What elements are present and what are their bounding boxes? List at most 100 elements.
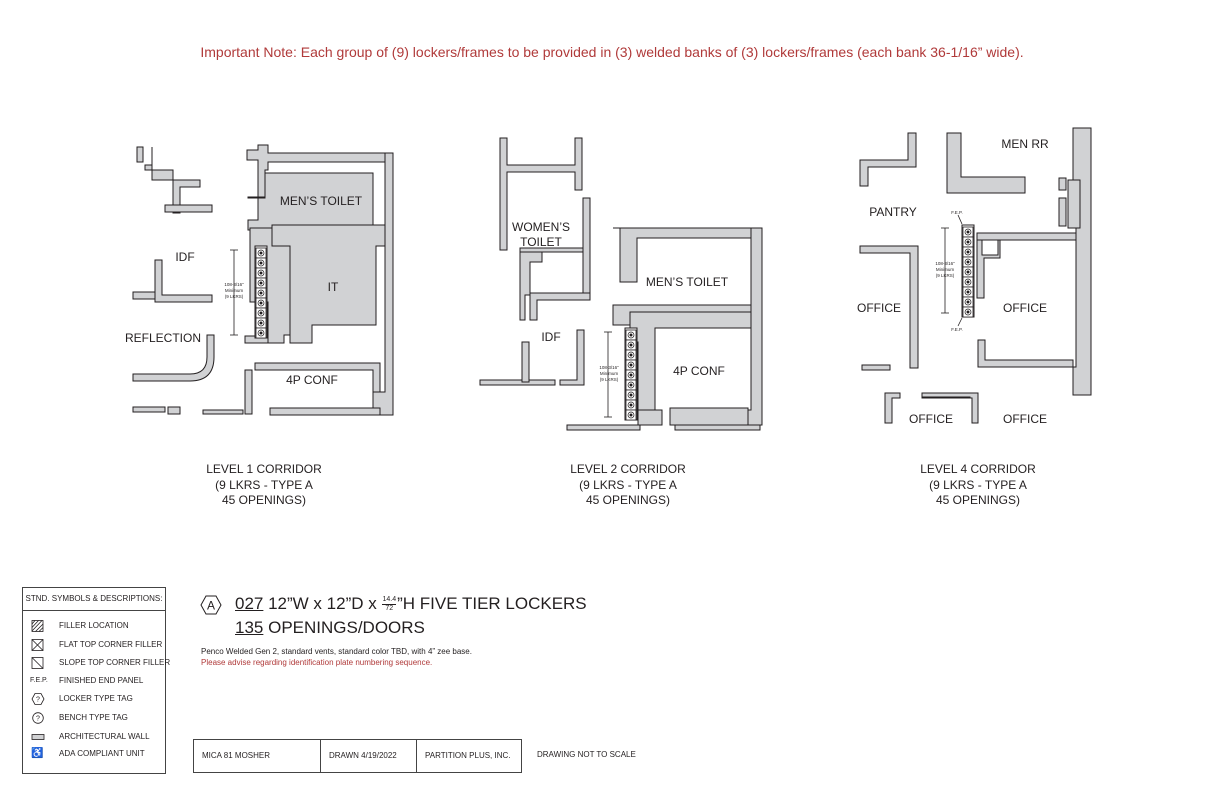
legend-item: ARCHITECTURAL WALL: [31, 729, 163, 745]
spec-dims: 12”W x 12”D x: [263, 594, 382, 613]
spec-tag-letter: A: [207, 599, 215, 613]
fraction-denominator: 72: [385, 605, 394, 613]
caption-line: LEVEL 4 CORRIDOR: [920, 462, 1036, 476]
title-block: MICA 81 MOSHER DRAWN 4/19/2022 PARTITION…: [193, 739, 522, 773]
legend-label: ADA COMPLIANT UNIT: [59, 749, 145, 758]
legend-label: ARCHITECTURAL WALL: [59, 732, 150, 741]
room-label: IDF: [175, 250, 194, 264]
openings-count: 135: [235, 618, 264, 637]
room-label: WOMEN’S: [512, 220, 570, 234]
company-name: PARTITION PLUS, INC.: [425, 751, 511, 760]
caption-line: (9 LKRS - TYPE A: [215, 477, 313, 492]
openings-label: OPENINGS/DOORS: [263, 618, 425, 637]
ada-icon: ♿: [31, 748, 44, 759]
legend-item: ♿ ADA COMPLIANT UNIT: [31, 746, 163, 762]
dimension-text: (9 LKRS): [225, 294, 244, 299]
spec-openings: 135 OPENINGS/DOORS: [235, 618, 425, 638]
flat-top-corner-filler-icon: [31, 639, 44, 651]
caption-line: (9 LKRS - TYPE A: [579, 477, 677, 492]
room-label: PANTRY: [869, 205, 917, 219]
spec-advise-note: Please advise regarding identification p…: [201, 658, 433, 667]
room-label: OFFICE: [909, 412, 953, 426]
room-label: 4P CONF: [673, 364, 725, 378]
filler-location-icon: [31, 620, 44, 632]
dimension-text: Minimum: [225, 288, 244, 293]
legend-label: BENCH TYPE TAG: [59, 713, 128, 722]
project-name: MICA 81 MOSHER: [194, 740, 321, 772]
dimension-text: 108-3/16”: [224, 282, 244, 287]
caption-line: 45 OPENINGS): [935, 493, 1021, 507]
locker-tag-glyph: ?: [36, 697, 40, 704]
level-4-locker-bank: [961, 224, 975, 318]
room-labels: MEN’S TOILET IDF IT REFLECTION 4P CONF W…: [125, 137, 1049, 426]
dimension-text: (9 LKRS): [600, 377, 619, 382]
dimension-labels: 108-3/16” Minimum (9 LKRS) 108-3/16” Min…: [224, 210, 962, 382]
architectural-wall-icon: [31, 734, 45, 740]
room-label: REFLECTION: [125, 331, 201, 345]
room-label: MEN’S TOILET: [280, 194, 363, 208]
drawn-date: DRAWN 4/19/2022: [321, 740, 417, 772]
dimension-text: 108-3/16”: [599, 365, 619, 370]
caption-line: LEVEL 1 CORRIDOR: [206, 462, 322, 476]
legend-label: SLOPE TOP CORNER FILLER: [59, 658, 171, 667]
level-1-plan: [132, 144, 394, 416]
important-note: Important Note: Each group of (9) locker…: [200, 44, 1024, 60]
level-2-plan: [479, 137, 763, 431]
slope-top-corner-filler-icon: [31, 657, 44, 669]
legend-label: LOCKER TYPE TAG: [59, 694, 133, 703]
dimension-text: (9 LKRS): [936, 273, 955, 278]
legend-item: F.E.P. FINISHED END PANEL: [30, 673, 163, 689]
caption-line: 45 OPENINGS): [221, 493, 307, 507]
dimension-text: Minimum: [936, 267, 955, 272]
locker-type-tag-icon: ?: [31, 693, 45, 705]
level-1-dimension-line: [230, 249, 238, 336]
room-label: TOILET: [520, 235, 562, 249]
fep-text: F.E.P.: [30, 677, 48, 684]
legend-title: STND. SYMBOLS & DESCRIPTIONS:: [23, 588, 165, 611]
fep-label-bottom: F.E.P.: [951, 327, 962, 332]
level-4-dimension-line: [941, 214, 963, 327]
room-label: IT: [328, 280, 339, 294]
room-label: 4P CONF: [286, 373, 338, 387]
fep-label-top: F.E.P.: [951, 210, 962, 215]
legend-item: ? BENCH TYPE TAG: [31, 710, 163, 726]
bench-tag-glyph: ?: [36, 716, 40, 723]
level-1-caption: LEVEL 1 CORRIDOR (9 LKRS - TYPE A 45 OPE…: [154, 462, 374, 509]
level-2-walls: [479, 137, 763, 431]
fraction-numerator: 14.4: [382, 596, 397, 606]
level-2-dimension-line: [604, 331, 612, 418]
legend-label: FILLER LOCATION: [59, 621, 129, 630]
level-4-walls: [859, 127, 1092, 424]
caption-line: LEVEL 2 CORRIDOR: [570, 462, 686, 476]
level-4-caption: LEVEL 4 CORRIDOR (9 LKRS - TYPE A 45 OPE…: [868, 462, 1088, 509]
legend-label: FLAT TOP CORNER FILLER: [59, 640, 163, 649]
legend-item: SLOPE TOP CORNER FILLER: [31, 655, 170, 671]
symbols-legend: STND. SYMBOLS & DESCRIPTIONS: FILLER LOC…: [22, 587, 170, 774]
legend-label: FINISHED END PANEL: [59, 676, 144, 685]
locker-type-tag-icon: A: [200, 595, 222, 615]
room-label: OFFICE: [857, 301, 901, 315]
dimension-text: Minimum: [600, 371, 619, 376]
level-4-plan: [859, 127, 1092, 424]
caption-line: (9 LKRS - TYPE A: [929, 477, 1027, 492]
level-1-locker-bank: [254, 245, 268, 339]
level-2-caption: LEVEL 2 CORRIDOR (9 LKRS - TYPE A 45 OPE…: [518, 462, 738, 509]
legend-item: ? LOCKER TYPE TAG: [31, 691, 163, 707]
room-label: IDF: [541, 330, 560, 344]
legend-item: FLAT TOP CORNER FILLER: [31, 637, 163, 653]
spec-code: 027: [235, 594, 264, 613]
dimension-text: 108-3/16”: [935, 261, 955, 266]
level-2-locker-bank: [624, 327, 638, 421]
room-label: OFFICE: [1003, 301, 1047, 315]
spec-type: ”H FIVE TIER LOCKERS: [397, 594, 587, 613]
room-label: MEN’S TOILET: [646, 275, 729, 289]
scale-note: DRAWING NOT TO SCALE: [537, 750, 636, 759]
bench-type-tag-icon: ?: [32, 712, 44, 724]
spec-description: Penco Welded Gen 2, standard vents, stan…: [201, 647, 472, 656]
room-label: MEN RR: [1001, 137, 1049, 151]
level-1-walls: [132, 144, 394, 416]
legend-item: FILLER LOCATION: [31, 618, 163, 634]
